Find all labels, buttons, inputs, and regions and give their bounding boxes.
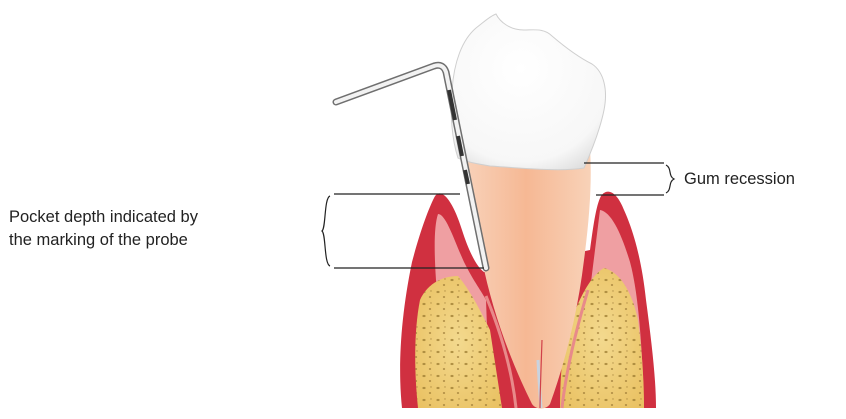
- pocket-depth-label-line1: Pocket depth indicated by: [9, 206, 198, 229]
- gum-recession-label: Gum recession: [684, 168, 795, 191]
- tooth-crown: [451, 14, 605, 170]
- pocket-depth-label: Pocket depth indicated by the marking of…: [9, 206, 198, 252]
- pocket-depth-label-line2: the marking of the probe: [9, 229, 198, 252]
- gum-recession-indicator: [584, 163, 674, 195]
